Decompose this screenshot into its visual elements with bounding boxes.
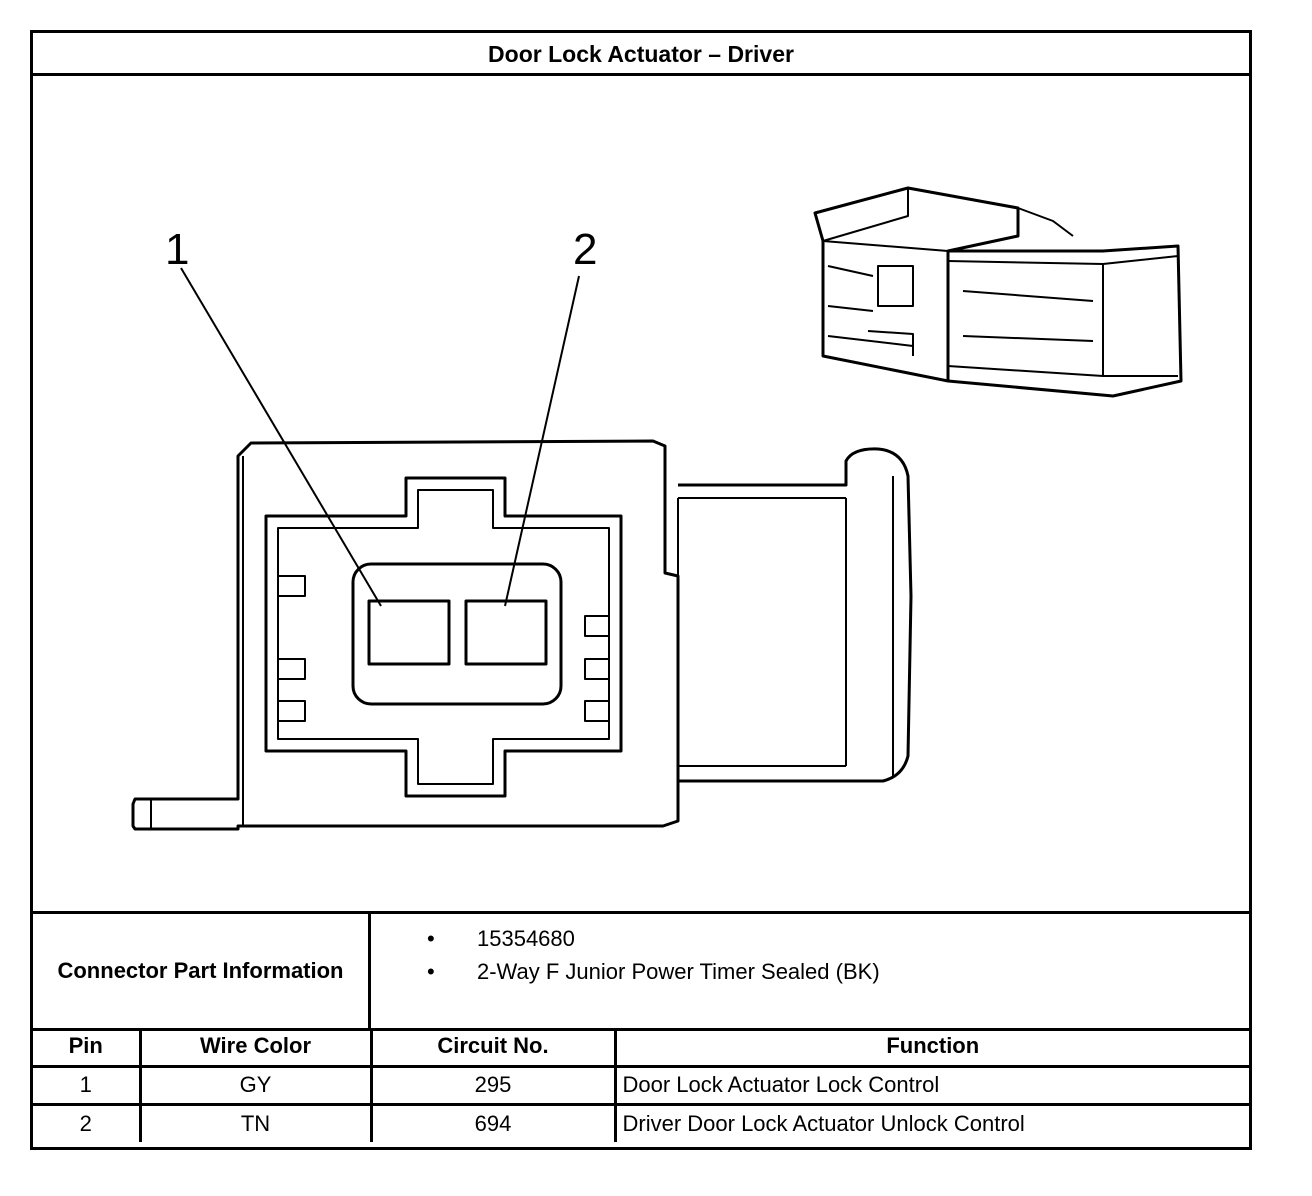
pin-1-cavity	[367, 599, 451, 666]
bullet-icon: •	[427, 959, 435, 984]
connector-part-info: Connector Part Information • 15354680 • …	[33, 911, 1249, 1031]
connector-body	[131, 439, 680, 831]
callout-2: 2	[573, 225, 597, 274]
latch-arm	[678, 447, 913, 783]
wire-color: GY	[138, 1064, 371, 1104]
right-ribs	[584, 615, 609, 722]
cavity-frame-inner	[277, 489, 610, 785]
circuit-number: 694	[369, 1102, 615, 1142]
latch-arm-inner	[677, 476, 894, 776]
connector-info-list: • 15354680 • 2-Way F Junior Power Timer …	[371, 922, 1249, 988]
header-wire-color: Wire Color	[138, 1028, 371, 1066]
connector-description-item: • 2-Way F Junior Power Timer Sealed (BK)	[371, 955, 1249, 988]
connector-sheet: Door Lock Actuator – Driver	[30, 30, 1252, 1150]
diagram-title: Door Lock Actuator – Driver	[33, 33, 1249, 76]
pin-2-cavity	[464, 599, 548, 666]
pin-table: Pin Wire Color Circuit No. Function 1 GY…	[33, 1028, 1249, 1142]
callout-1: 1	[165, 225, 189, 274]
circuit-number: 295	[369, 1064, 615, 1104]
header-circuit: Circuit No.	[369, 1028, 615, 1066]
terminal-boss	[351, 562, 563, 706]
table-row: 1 GY 295 Door Lock Actuator Lock Control	[33, 1064, 1249, 1104]
bullet-icon: •	[427, 926, 435, 951]
connector-face-svg: 1 2	[131, 186, 1183, 831]
cavity-frame	[264, 476, 623, 798]
connector-isometric-view	[813, 186, 1183, 398]
pin-number: 2	[33, 1102, 140, 1142]
left-ribs	[278, 575, 306, 722]
connector-drawing: 1 2	[33, 76, 1249, 911]
part-number: 15354680	[477, 926, 575, 951]
leader-line-2	[504, 275, 580, 607]
wire-color: TN	[138, 1102, 371, 1142]
pin-function: Driver Door Lock Actuator Unlock Control	[613, 1102, 1249, 1142]
connector-description: 2-Way F Junior Power Timer Sealed (BK)	[477, 959, 880, 984]
pin-table-header: Pin Wire Color Circuit No. Function	[33, 1028, 1249, 1066]
part-number-item: • 15354680	[371, 922, 1249, 955]
pin-function: Door Lock Actuator Lock Control	[613, 1064, 1249, 1104]
leader-line-1	[180, 267, 382, 607]
table-row: 2 TN 694 Driver Door Lock Actuator Unloc…	[33, 1102, 1249, 1142]
pin-number: 1	[33, 1064, 140, 1104]
header-function: Function	[613, 1028, 1249, 1066]
connector-info-label: Connector Part Information	[33, 914, 371, 1028]
header-pin: Pin	[68, 1033, 103, 1059]
